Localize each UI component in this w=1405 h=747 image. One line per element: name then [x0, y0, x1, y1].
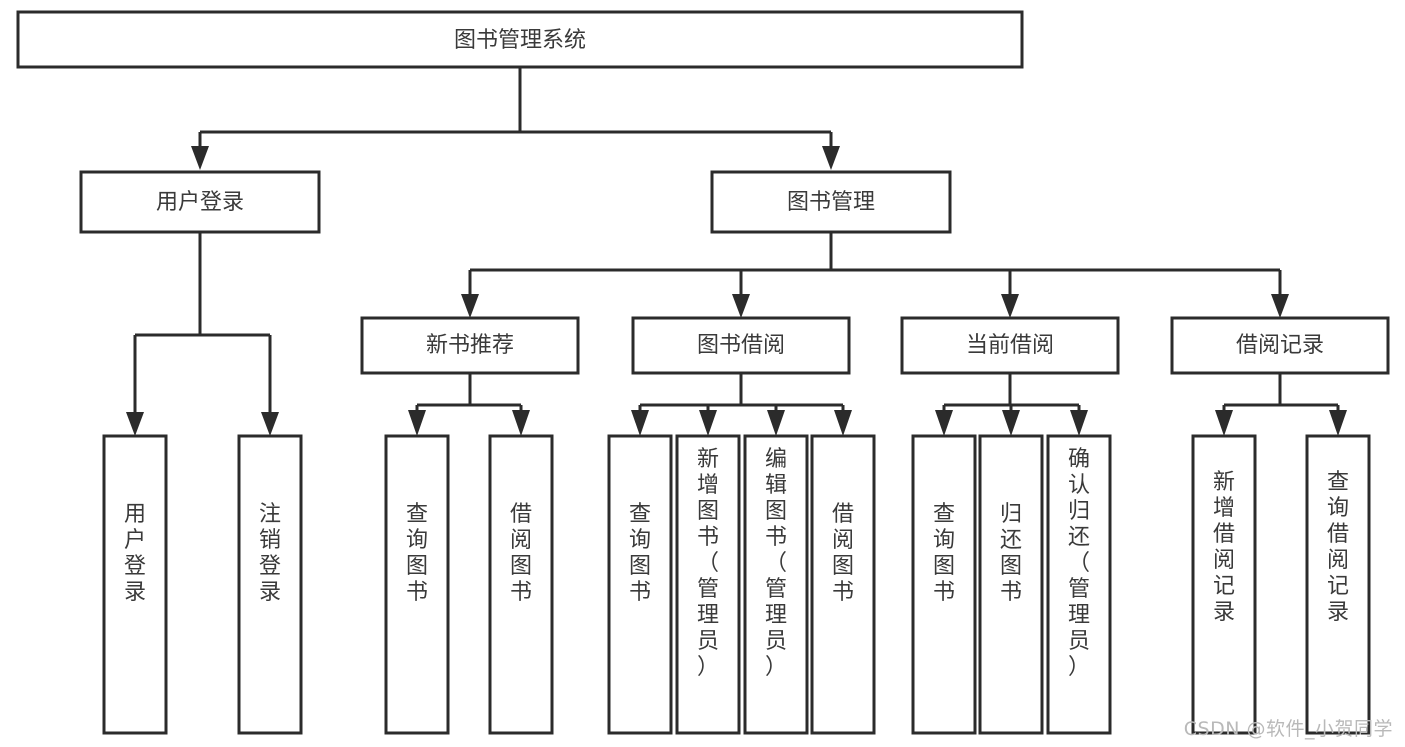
node-leaf-borrow-book-rec[interactable]: 借阅图书	[488, 434, 554, 735]
arrow-head-leaf-borrow-book	[834, 410, 852, 436]
node-leaf-add-record-label: 新增借阅记录	[1213, 470, 1235, 625]
node-leaf-add-book[interactable]: 新增图书（管理员）	[675, 434, 741, 735]
node-leaf-confirm-return[interactable]: 确认归还（管理员）	[1046, 434, 1112, 735]
node-current-borrow-label: 当前借阅	[966, 333, 1054, 358]
arrow-head-book-management	[822, 146, 840, 170]
node-root-box[interactable]	[16, 10, 1024, 69]
node-leaf-query-book-rec[interactable]: 查询图书	[384, 434, 450, 735]
arrow-head-leaf-edit-book	[767, 410, 785, 436]
node-leaf-edit-book-box[interactable]	[743, 434, 809, 735]
csdn-watermark: CSDN @软件_小贺同学	[1183, 718, 1393, 740]
node-leaf-query-book-current-box[interactable]	[911, 434, 977, 735]
node-leaf-query-book-borrow-box[interactable]	[607, 434, 673, 735]
node-leaf-confirm-return-label: 确认归还（管理员）	[1068, 447, 1090, 680]
node-leaf-query-book-borrow-label: 查询图书	[629, 502, 651, 605]
node-leaf-query-record[interactable]: 查询借阅记录	[1305, 434, 1371, 735]
arrow-head-leaf-borrow-book-rec	[512, 410, 530, 436]
node-leaf-query-record-label: 查询借阅记录	[1327, 470, 1349, 625]
arrow-head-leaf-user-login	[126, 412, 144, 436]
node-leaf-return-book-box[interactable]	[978, 434, 1044, 735]
node-root-label: 图书管理系统	[454, 28, 586, 53]
node-leaf-query-book-rec-box[interactable]	[384, 434, 450, 735]
node-book-borrow-label: 图书借阅	[697, 333, 785, 358]
node-leaf-user-login-box[interactable]	[102, 434, 168, 735]
node-leaf-edit-book[interactable]: 编辑图书（管理员）	[743, 434, 809, 735]
arrow-head-leaf-add-record	[1215, 410, 1233, 436]
node-book-management-label: 图书管理	[787, 190, 875, 215]
node-book-borrow-box[interactable]	[631, 316, 851, 375]
node-leaf-borrow-book-rec-label: 借阅图书	[510, 502, 532, 605]
node-borrow-record[interactable]: 借阅记录	[1170, 316, 1390, 375]
node-current-borrow[interactable]: 当前借阅	[900, 316, 1120, 375]
node-root-system[interactable]: 图书管理系统	[16, 10, 1024, 69]
arrow-head-leaf-query-book-borrow	[631, 410, 649, 436]
node-borrow-record-box[interactable]	[1170, 316, 1390, 375]
node-leaf-add-record[interactable]: 新增借阅记录	[1191, 434, 1257, 735]
arrow-head-current-borrow	[1001, 294, 1019, 318]
node-leaf-query-book-current-label: 查询图书	[933, 502, 955, 605]
node-leaf-return-book[interactable]: 归还图书	[978, 434, 1044, 735]
node-leaf-add-book-box[interactable]	[675, 434, 741, 735]
node-new-book-recommend-label: 新书推荐	[426, 333, 514, 358]
node-user-login-label: 用户登录	[156, 190, 244, 215]
node-leaf-user-login[interactable]: 用户登录	[102, 434, 168, 735]
node-book-management[interactable]: 图书管理	[710, 170, 952, 234]
arrow-head-book-borrow	[732, 294, 750, 318]
node-leaf-edit-book-label: 编辑图书（管理员）	[765, 447, 787, 680]
arrow-head-leaf-confirm-return	[1070, 410, 1088, 436]
arrow-head-user-login	[191, 146, 209, 170]
node-user-login[interactable]: 用户登录	[79, 170, 321, 234]
node-book-management-box[interactable]	[710, 170, 952, 234]
node-new-book-recommend-box[interactable]	[360, 316, 580, 375]
arrow-head-borrow-record	[1271, 294, 1289, 318]
node-leaf-query-book-borrow[interactable]: 查询图书	[607, 434, 673, 735]
node-leaf-borrow-book-label: 借阅图书	[832, 502, 854, 605]
arrow-head-new-book-recommend	[461, 294, 479, 318]
node-leaf-query-record-box[interactable]	[1305, 434, 1371, 735]
node-leaf-add-record-box[interactable]	[1191, 434, 1257, 735]
arrow-head-leaf-logout	[261, 412, 279, 436]
node-current-borrow-box[interactable]	[900, 316, 1120, 375]
arrow-head-leaf-return-book	[1002, 410, 1020, 436]
node-leaf-return-book-label: 归还图书	[1000, 502, 1022, 605]
node-leaf-borrow-book-box[interactable]	[810, 434, 876, 735]
node-leaf-confirm-return-box[interactable]	[1046, 434, 1112, 735]
arrow-head-leaf-add-book	[699, 410, 717, 436]
node-leaf-query-book-rec-label: 查询图书	[406, 502, 428, 605]
node-leaf-logout-box[interactable]	[237, 434, 303, 735]
node-user-login-box[interactable]	[79, 170, 321, 234]
node-borrow-record-label: 借阅记录	[1236, 333, 1324, 358]
node-leaf-borrow-book-rec-box[interactable]	[488, 434, 554, 735]
arrow-head-leaf-query-book-rec	[408, 410, 426, 436]
node-leaf-user-login-label: 用户登录	[124, 502, 146, 605]
node-book-borrow[interactable]: 图书借阅	[631, 316, 851, 375]
node-leaf-borrow-book[interactable]: 借阅图书	[810, 434, 876, 735]
node-new-book-recommend[interactable]: 新书推荐	[360, 316, 580, 375]
connector-layer	[126, 67, 1347, 436]
arrow-head-leaf-query-record	[1329, 410, 1347, 436]
node-leaf-query-book-current[interactable]: 查询图书	[911, 434, 977, 735]
node-leaf-add-book-label: 新增图书（管理员）	[697, 447, 719, 680]
node-leaf-logout-label: 注销登录	[259, 502, 281, 605]
arrow-head-leaf-query-book-current	[935, 410, 953, 436]
node-leaf-logout[interactable]: 注销登录	[237, 434, 303, 735]
